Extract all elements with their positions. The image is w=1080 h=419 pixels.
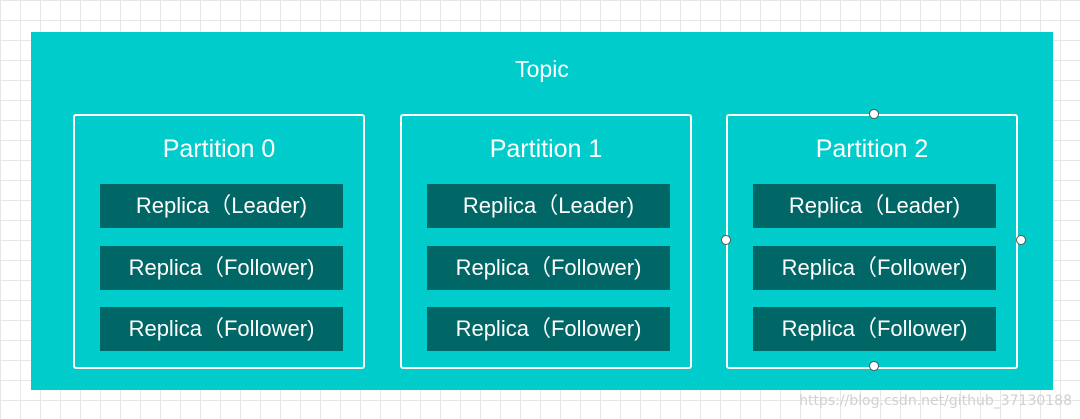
replica-leader[interactable]: Replica（Leader) (753, 184, 996, 228)
topic-box[interactable]: Topic Partition 0 Replica（Leader) Replic… (31, 32, 1053, 390)
resize-handle-bottom[interactable] (869, 361, 879, 371)
partition-0[interactable]: Partition 0 Replica（Leader) Replica（Foll… (73, 114, 365, 369)
partition-2[interactable]: Partition 2 Replica（Leader) Replica（Foll… (721, 109, 1026, 371)
partition-title: Partition 1 (489, 135, 603, 163)
replica-follower[interactable]: Replica（Follower) (753, 246, 996, 290)
resize-handle-top[interactable] (869, 109, 879, 119)
replica-follower[interactable]: Replica（Follower) (427, 246, 670, 290)
replica-follower[interactable]: Replica（Follower) (100, 246, 343, 290)
replica-leader[interactable]: Replica（Leader) (427, 184, 670, 228)
replica-follower[interactable]: Replica（Follower) (100, 307, 343, 351)
partition-title: Partition 2 (815, 135, 929, 163)
partition-1[interactable]: Partition 1 Replica（Leader) Replica（Foll… (400, 114, 692, 369)
replica-leader[interactable]: Replica（Leader) (100, 184, 343, 228)
replica-follower[interactable]: Replica（Follower) (753, 307, 996, 351)
replica-follower[interactable]: Replica（Follower) (427, 307, 670, 351)
resize-handle-right[interactable] (1016, 235, 1026, 245)
topic-title: Topic (515, 56, 569, 82)
partition-title: Partition 0 (162, 135, 276, 163)
watermark: https://blog.csdn.net/github_37130188 (799, 393, 1072, 409)
resize-handle-left[interactable] (721, 235, 731, 245)
